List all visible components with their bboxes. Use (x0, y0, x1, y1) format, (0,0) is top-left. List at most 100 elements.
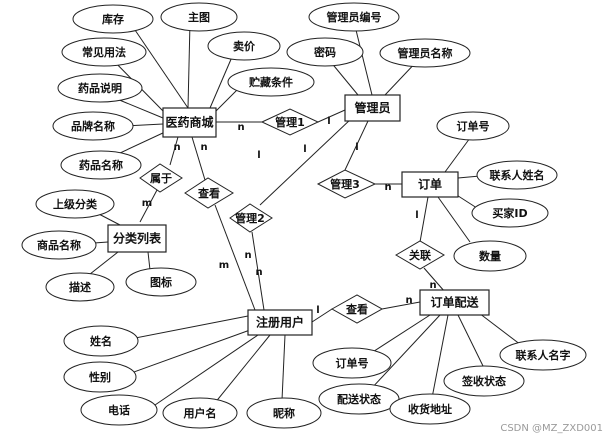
cardinality-label: n (237, 122, 244, 133)
relationship-admin2-label: 管理2 (235, 211, 265, 225)
svg-text:配送状态: 配送状态 (337, 392, 381, 406)
svg-text:管理员编号: 管理员编号 (327, 10, 382, 24)
svg-text:电话: 电话 (108, 403, 130, 417)
svg-text:密码: 密码 (314, 45, 336, 59)
attr-full-name: 姓名 (63, 325, 139, 357)
entity-registered-user: 注册用户 (247, 309, 313, 336)
relationship-admin2: 管理2 (229, 203, 273, 233)
attr-gender: 性别 (63, 361, 137, 393)
svg-text:用户名: 用户名 (184, 406, 217, 420)
svg-text:药品说明: 药品说明 (78, 81, 122, 95)
svg-text:商品名称: 商品名称 (37, 238, 81, 252)
relationship-admin3: 管理3 (316, 169, 377, 199)
attr-order-no: 订单号 (436, 111, 510, 141)
entity-registered-user-label: 注册用户 (256, 315, 304, 330)
cardinality-label: l (316, 305, 319, 316)
attr-drug-name: 药品名称 (60, 150, 142, 180)
relationship-link: 关联 (395, 240, 445, 270)
attr-brand-name: 品牌名称 (52, 111, 134, 141)
cardinality-label: n (384, 182, 391, 193)
svg-text:订单号: 订单号 (457, 119, 490, 133)
cardinality-label: l (415, 210, 418, 221)
attr-contact-name: 联系人姓名 (476, 160, 558, 190)
attr-product-name: 商品名称 (21, 230, 97, 260)
entity-category-list: 分类列表 (107, 224, 167, 253)
attr-phone: 电话 (80, 394, 158, 426)
attr-storage: 贮藏条件 (227, 67, 315, 97)
cardinality-label: n (200, 142, 207, 153)
entity-order-label: 订单 (418, 177, 442, 192)
cardinality-label: n (405, 295, 412, 306)
attr-usage: 常见用法 (61, 37, 147, 67)
relationship-view1: 查看 (184, 177, 234, 209)
attr-describe: 描述 (45, 272, 115, 302)
watermark: CSDN @MZ_ZXD001 (500, 423, 603, 434)
relationship-admin1: 管理1 (260, 108, 320, 136)
attr-username: 用户名 (162, 397, 238, 429)
attr-delivery-contact: 联系人名字 (499, 339, 587, 371)
attr-description: 药品说明 (57, 73, 143, 103)
cardinality-label: m (219, 260, 229, 271)
svg-text:管理员名称: 管理员名称 (398, 46, 453, 60)
relationship-admin1-label: 管理1 (275, 115, 305, 129)
entity-med-mall: 医药商城 (162, 107, 217, 138)
connector-lines (79, 21, 526, 410)
relationship-admin3-label: 管理3 (330, 177, 360, 191)
svg-text:描述: 描述 (69, 280, 91, 294)
svg-text:联系人名字: 联系人名字 (516, 348, 571, 362)
entity-order-delivery-label: 订单配送 (430, 295, 479, 310)
attr-delivery-order-no: 订单号 (312, 347, 392, 379)
svg-text:常见用法: 常见用法 (82, 45, 126, 59)
relationship-view2: 查看 (330, 294, 384, 324)
entity-admin-label: 管理员 (354, 100, 390, 115)
entity-order-delivery: 订单配送 (419, 289, 490, 316)
svg-text:图标: 图标 (150, 275, 172, 289)
relationship-view2-label: 查看 (346, 302, 368, 316)
cardinality-labels: n l n l n l n m m n l n l n l n (142, 116, 437, 316)
attr-quantity: 数量 (453, 240, 527, 272)
cardinality-label: n (429, 280, 436, 291)
attr-main-image: 主图 (160, 2, 238, 32)
svg-text:姓名: 姓名 (90, 334, 112, 348)
attr-admin-name: 管理员名称 (379, 38, 471, 68)
entity-order: 订单 (401, 171, 459, 198)
entity-med-mall-label: 医药商城 (165, 115, 213, 130)
svg-text:收货地址: 收货地址 (408, 402, 452, 416)
svg-text:主图: 主图 (188, 10, 210, 24)
svg-text:品牌名称: 品牌名称 (71, 119, 115, 133)
svg-text:签收状态: 签收状态 (461, 374, 506, 388)
svg-text:贮藏条件: 贮藏条件 (248, 75, 293, 89)
svg-text:买家ID: 买家ID (492, 206, 527, 220)
cardinality-label: n (244, 250, 251, 261)
entity-category-list-label: 分类列表 (113, 231, 162, 246)
relationship-view1-label: 查看 (198, 186, 220, 200)
cardinality-label: m (142, 198, 152, 209)
cardinality-label: l (303, 144, 306, 155)
attr-icon: 图标 (125, 267, 197, 297)
cardinality-label: n (173, 142, 180, 153)
svg-text:库存: 库存 (102, 12, 124, 26)
cardinality-label: l (257, 150, 260, 161)
svg-text:性别: 性别 (89, 370, 111, 384)
cardinality-label: l (355, 142, 358, 153)
attr-admin-no: 管理员编号 (308, 2, 400, 32)
relationship-belong-label: 属于 (150, 172, 172, 185)
svg-text:数量: 数量 (479, 249, 501, 263)
cardinality-label: n (255, 267, 262, 278)
attr-price: 卖价 (207, 31, 281, 61)
svg-text:联系人姓名: 联系人姓名 (490, 168, 545, 182)
svg-text:卖价: 卖价 (233, 39, 256, 53)
relationship-link-label: 关联 (409, 248, 431, 262)
svg-text:上级分类: 上级分类 (53, 197, 98, 211)
cardinality-label: l (327, 116, 330, 127)
attr-sign-status: 签收状态 (443, 365, 525, 397)
attr-nickname: 昵称 (246, 397, 322, 429)
entity-admin: 管理员 (344, 94, 401, 122)
svg-text:订单号: 订单号 (336, 356, 369, 370)
attr-password: 密码 (286, 37, 364, 67)
attr-delivery-status: 配送状态 (318, 383, 400, 415)
attr-parent-category: 上级分类 (35, 189, 115, 219)
svg-text:药品名称: 药品名称 (79, 158, 123, 172)
attr-stock: 库存 (72, 4, 154, 34)
attr-delivery-address: 收货地址 (389, 393, 471, 425)
